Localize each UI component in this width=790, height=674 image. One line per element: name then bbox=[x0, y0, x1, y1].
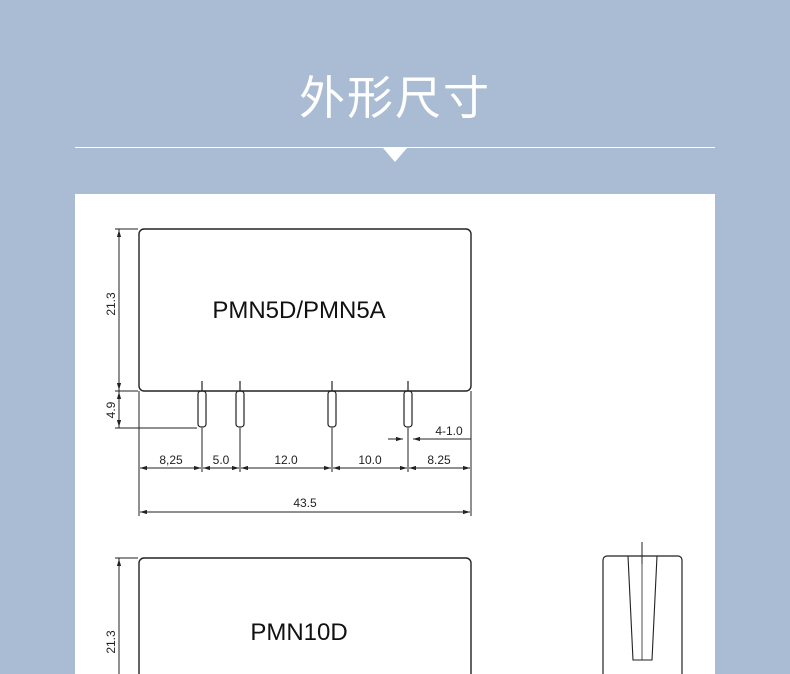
spacing-label-1: 8,25 bbox=[159, 453, 183, 467]
spacing-label-4: 10.0 bbox=[358, 453, 382, 467]
spacing-label-5: 8.25 bbox=[427, 453, 451, 467]
module-body-1 bbox=[138, 228, 472, 392]
height-dimension-2: 21.3 bbox=[104, 630, 118, 654]
pins-1 bbox=[197, 381, 413, 428]
side-view bbox=[602, 542, 683, 674]
drawing-panel: PMN5D/PMN5A 21.3 4.9 4-1.0 8,25 5.0 12.0… bbox=[75, 194, 715, 674]
spacing-label-2: 5.0 bbox=[213, 453, 230, 467]
divider-notch-icon bbox=[383, 148, 407, 162]
module-body-2 bbox=[138, 557, 472, 674]
drawing-2 bbox=[115, 557, 472, 674]
pin-spec-label: 4-1.0 bbox=[435, 424, 463, 438]
total-length-label: 43.5 bbox=[293, 496, 317, 510]
height-dimension-1: 21.3 bbox=[104, 292, 118, 316]
module-label-1: PMN5D/PMN5A bbox=[212, 297, 385, 324]
dimension-drawing: PMN5D/PMN5A 21.3 4.9 4-1.0 8,25 5.0 12.0… bbox=[104, 228, 683, 674]
drawing-1 bbox=[115, 228, 472, 516]
spacing-label-3: 12.0 bbox=[274, 453, 298, 467]
title-divider bbox=[75, 147, 715, 148]
pin-length-dimension: 4.9 bbox=[104, 401, 118, 418]
drawing-1-labels: PMN5D/PMN5A 21.3 4.9 4-1.0 8,25 5.0 12.0… bbox=[104, 292, 463, 510]
module-label-2: PMN10D bbox=[250, 619, 347, 646]
page-title: 外形尺寸 bbox=[299, 71, 491, 125]
